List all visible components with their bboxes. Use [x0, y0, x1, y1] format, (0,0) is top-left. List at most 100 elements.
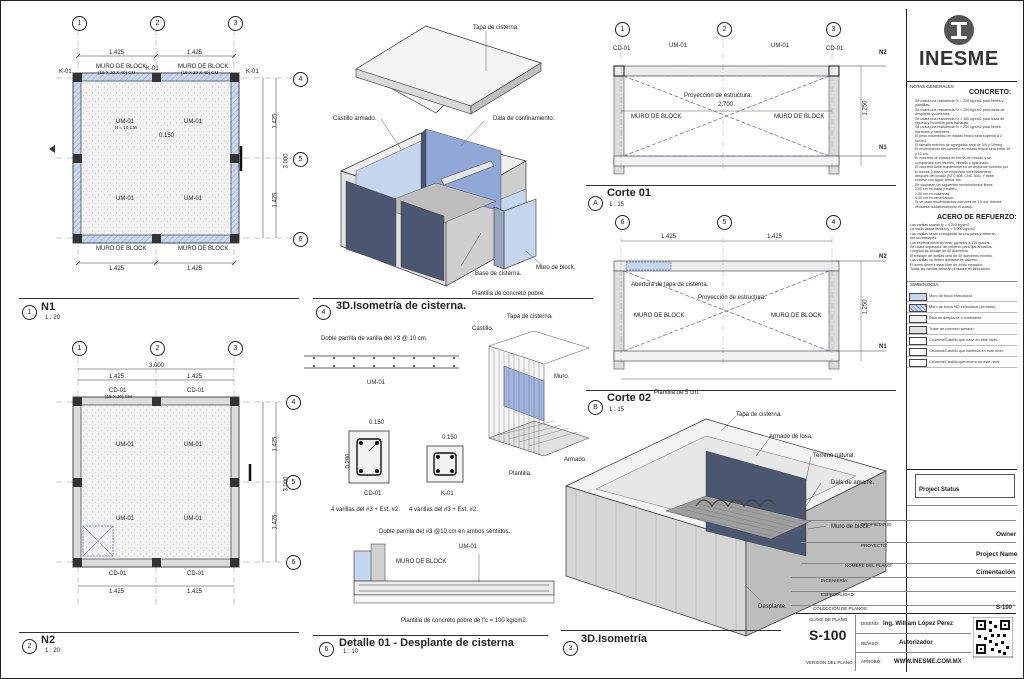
clave-box [798, 615, 856, 671]
note-varillas-k: 4 varillas del #3 + Est. #2. [409, 507, 478, 513]
legend-label: Muro de block NO estructural (Arrastre). [929, 305, 997, 309]
sections [613, 31, 886, 380]
label-um01-n2d: UM-01 [184, 516, 203, 522]
note-line: vigueta y bovedilla para fachadas. [915, 121, 970, 126]
legend-item: Dala de desplante o confinante. [907, 313, 1017, 324]
dim-n2-side2: 1.425 [272, 514, 279, 530]
note-armado: Armado. [564, 457, 587, 463]
label-cd01-a: CD-01 [109, 388, 127, 394]
label-k01-top: K-01 [146, 66, 159, 72]
label-um01-b: UM-01 [184, 119, 203, 125]
note-plantilla5: Plantilla de 5 cm. [654, 390, 700, 396]
legend-swatch [909, 359, 927, 367]
level-n2-c01: N2 [879, 50, 887, 56]
view-number-iso3d: 3 [563, 641, 578, 656]
note-line: El concreto se vaciará en forma de módul… [915, 156, 991, 161]
legend-swatch [909, 348, 927, 356]
label-muro-bottom2: MURO DE BLOCK [178, 246, 229, 252]
note-line: Se usará una resistencia f'c = 150 kg/cm… [915, 116, 1005, 121]
view-number-c01: A [588, 196, 603, 211]
dim-diag: 0.150 [159, 133, 175, 139]
label-um01-n2b: UM-01 [184, 442, 203, 448]
especialidad-label: ESPECIALIDAD: [821, 592, 856, 597]
view-title-c02: Corte 02 [607, 392, 652, 404]
label-muro-top: MURO DE BLOCK [96, 64, 147, 70]
grid-bubble-3-n2: 3 [228, 341, 243, 356]
nombre-plano-value: Cimentación [976, 569, 1016, 576]
view-number-detalle: 6 [319, 642, 334, 657]
label-cd01-c: CD-01 [109, 571, 127, 577]
view-underline-iso3d [561, 630, 781, 631]
view-title-c01: Corte 01 [607, 187, 652, 199]
dim-n2-bl: 1.425 [109, 589, 125, 595]
diseno-value: Ing. William López Pérez [883, 621, 953, 627]
note-line: El peso volumétrico en estado fresco ser… [915, 134, 1002, 139]
inesme-logo-icon [944, 15, 974, 45]
grid-bubble-5-n2: 5 [286, 475, 301, 490]
brand-url: WWW.INESME.COM.MX [894, 659, 962, 665]
label-cd01-b: CD-01 [187, 388, 205, 394]
sect-grid-3: 3 [826, 22, 841, 37]
note-doble-parrilla2: Doble parrilla del #3 @10 cm en ambos se… [379, 529, 511, 535]
notes-heading: NOTAS GENERALES [910, 84, 954, 89]
sect-grid-6: 6 [615, 215, 630, 230]
dim-n2-left: 1.425 [109, 374, 125, 380]
legend-swatch [909, 293, 927, 301]
coleccion-value: S-100 [996, 605, 1013, 611]
label-um01-detail: UM-01 [367, 380, 386, 386]
note-line: Las varillas no deben doblarse en calien… [910, 258, 979, 263]
view-underline-iso [313, 298, 593, 299]
note-desplante: Desplante. [758, 604, 787, 610]
legend-item: Columna/Castillo que muere en este nivel… [907, 357, 1017, 368]
note-line: ton/m3. [915, 138, 927, 143]
qr-code-icon [973, 617, 1013, 658]
note-line: El traslape de varillas será de 40 diáme… [910, 253, 993, 258]
proyecto-value: Project Name [976, 551, 1018, 558]
note-line: El revenimiento del concreto en estado f… [915, 147, 1011, 152]
legend-swatch [909, 337, 927, 345]
note-line: 2.00 cm en losas y trabes. [915, 187, 957, 192]
note-tapa: Tapa de cisterna. [473, 25, 519, 31]
grid-bubble-6-n2: 6 [286, 555, 301, 570]
label-muro-top2: MURO DE BLOCK [178, 64, 229, 70]
dim-side-1: 1.425 [272, 113, 279, 129]
sect-grid-2: 2 [717, 22, 732, 37]
dim-2700: 2.700 [718, 102, 734, 108]
note-line: Si se usan recubrimientos menores de 1.5… [915, 200, 1002, 205]
propietario-value: Owner [996, 531, 1017, 538]
title-block: INESME NOTAS GENERALES CONCRETO: Se usar… [906, 9, 1017, 672]
grid-bubble-4: 4 [293, 72, 308, 87]
view-title-n2: N2 [41, 634, 56, 646]
label-cd01-c01a: CD-01 [613, 46, 631, 52]
legend: Muro de block estructural.Muro de block … [907, 291, 1017, 368]
note-muro-block: Muro de block. [536, 265, 576, 271]
dim-n2-total: 3.000 [149, 363, 165, 369]
rebar-details [304, 330, 590, 604]
label-um01-c01a: UM-01 [669, 43, 688, 49]
note-plantilla-concreto: Plantilla de concreto pobre de f'c = 100… [401, 618, 528, 624]
legend-swatch [909, 315, 927, 323]
label-um01-n2c: UM-01 [116, 516, 135, 522]
label-k01-detail: K-01 [441, 491, 454, 497]
dim-cd-width: 0.150 [369, 420, 385, 426]
label-um01-d: UM-01 [184, 196, 203, 202]
view-underline-detalle [313, 635, 548, 636]
dim-top-right: 1.425 [187, 50, 203, 56]
note-plantilla: Plantilla de concreto pobre. [472, 291, 545, 297]
label-muro-c02b: MURO DE BLOCK [771, 313, 822, 319]
note-line: plantillas. [915, 103, 930, 108]
grid-bubble-6: 6 [293, 232, 308, 247]
coleccion-label: COLECCIÓN DE PLANOS: [813, 606, 869, 611]
note-line: Longitud de anclaje de 40 diámetros. [910, 249, 969, 254]
label-um01-footing: UM-01 [459, 544, 478, 550]
note-dala-amarre: Dala de amarre. [831, 480, 875, 486]
note-proyeccion-c02: Proyección de estructura. [698, 295, 767, 301]
note-line: revisarse cuidadosamente el colado. [915, 204, 974, 209]
legend-item: Trabe de concreto armado. [907, 324, 1017, 335]
level-n2-c02: N2 [879, 254, 887, 260]
view-title-iso: 3D.Isometría de cisterna. [336, 300, 467, 312]
iso-cistern [340, 25, 547, 287]
dim-n2-right: 1.425 [187, 374, 203, 380]
diseno-label: DISEÑO: [861, 621, 880, 626]
dim-top-left: 1.425 [109, 50, 125, 56]
